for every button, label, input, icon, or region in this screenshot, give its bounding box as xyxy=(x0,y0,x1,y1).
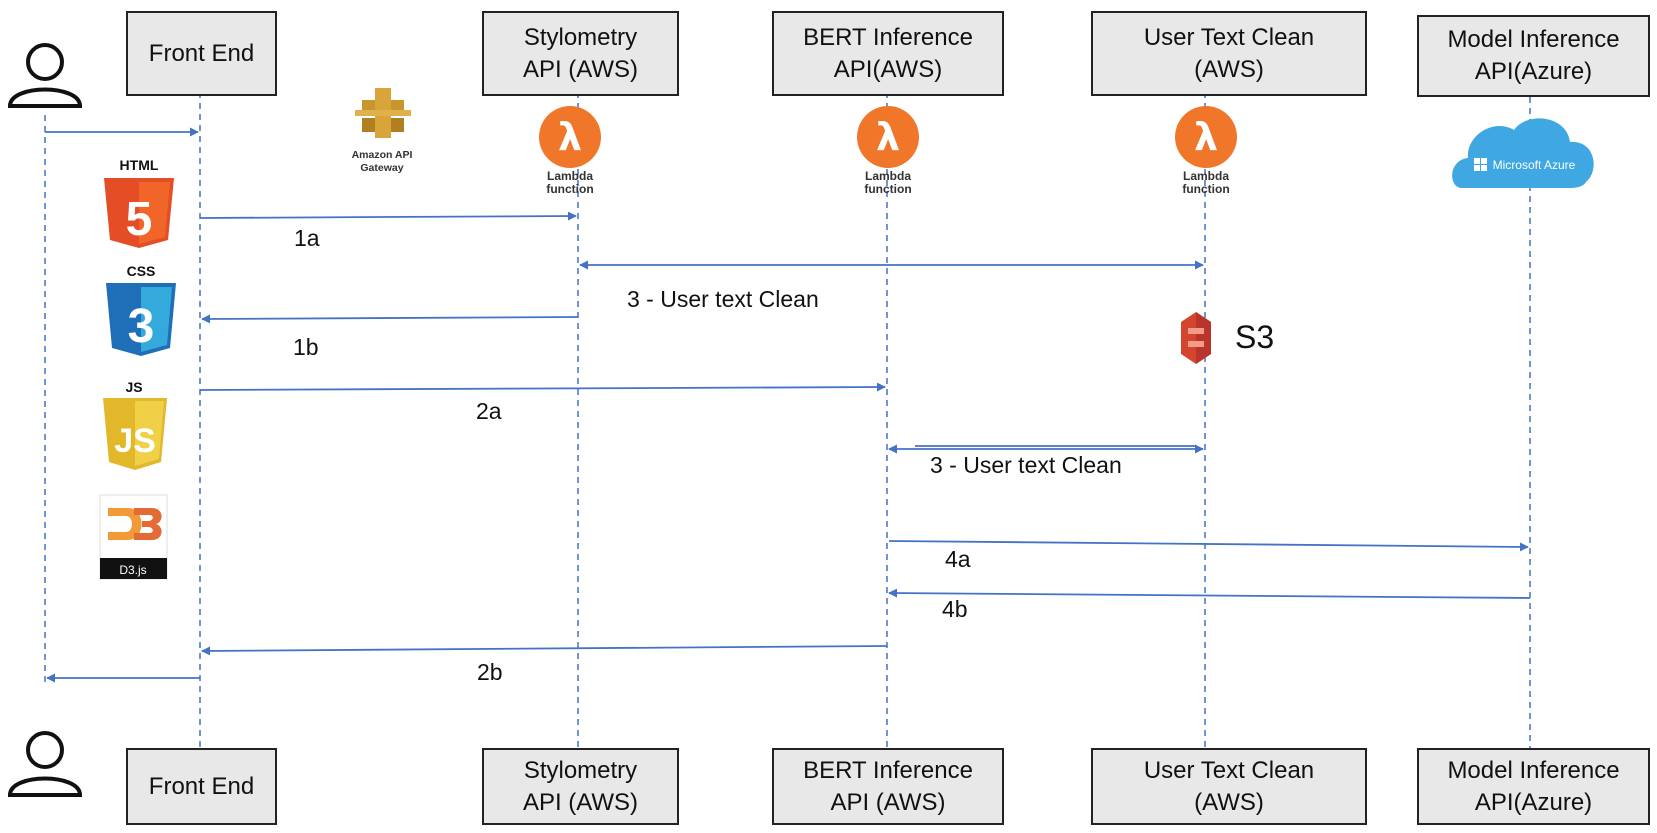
participant-label: BERT Inference xyxy=(803,756,973,784)
lambda-label-1: Lambda xyxy=(547,169,593,183)
css3-icon: CSS 3 xyxy=(106,263,176,356)
lambda-icon: λ Lambda function xyxy=(539,106,601,196)
message-3-mid-label: 3 - User text Clean xyxy=(930,452,1122,478)
participant-label: API (AWS) xyxy=(830,788,946,816)
participant-bert-bottom: BERT Inference API (AWS) xyxy=(772,748,1004,825)
participant-label: Stylometry xyxy=(523,756,638,784)
participant-label: Front End xyxy=(148,772,255,800)
css-label: CSS xyxy=(127,263,156,279)
lambda-label-2: function xyxy=(1182,182,1229,196)
participant-front-end-bottom: Front End xyxy=(126,748,277,825)
message-1a-arrow xyxy=(199,211,577,221)
svg-text:3: 3 xyxy=(128,300,155,353)
participant-clean-bottom: User Text Clean (AWS) xyxy=(1091,748,1367,825)
participant-label: User Text Clean xyxy=(1143,23,1315,51)
participant-label: API (AWS) xyxy=(522,55,639,83)
participant-bert-top: BERT Inference API(AWS) xyxy=(772,11,1004,96)
api-gateway-label-1: Amazon API xyxy=(352,149,413,161)
participant-label: Model Inference xyxy=(1447,26,1620,53)
message-2a-arrow xyxy=(199,382,886,392)
user-icon-top xyxy=(7,43,83,108)
message-1b-label: 1b xyxy=(293,334,319,360)
participant-model-top: Model Inference API(Azure) xyxy=(1417,15,1650,97)
api-gateway-label-2: Gateway xyxy=(360,162,403,174)
s3-label: S3 xyxy=(1235,319,1274,355)
message-2b-label: 2b xyxy=(477,659,503,685)
js-icon: JS JS xyxy=(103,379,167,470)
api-gateway-icon: Amazon API Gateway xyxy=(352,88,413,174)
azure-cloud-icon: Microsoft Azure xyxy=(1452,118,1594,188)
svg-text:λ: λ xyxy=(558,115,582,159)
participant-label: API(Azure) xyxy=(1474,788,1593,816)
message-4b-arrow xyxy=(888,588,1531,599)
message-2b-arrow xyxy=(201,645,888,656)
participant-label: Front End xyxy=(148,39,255,67)
html-label: HTML xyxy=(120,157,159,173)
azure-label: Microsoft Azure xyxy=(1493,158,1576,172)
participant-label: API(AWS) xyxy=(833,55,943,83)
s3-icon: S3 xyxy=(1181,312,1274,364)
participant-label: Stylometry xyxy=(523,23,638,51)
message-2a-label: 2a xyxy=(476,398,502,424)
svg-text:λ: λ xyxy=(876,115,900,159)
participant-label: API (AWS) xyxy=(522,788,639,816)
participant-stylometry-bottom: Stylometry API (AWS) xyxy=(482,748,679,825)
participant-label: API(Azure) xyxy=(1474,58,1593,85)
participant-stylometry-top: Stylometry API (AWS) xyxy=(482,11,679,96)
lambda-icon: λ Lambda function xyxy=(1175,106,1237,196)
participant-label: User Text Clean xyxy=(1143,756,1315,784)
lambda-label-2: function xyxy=(546,182,593,196)
message-1a-label: 1a xyxy=(294,225,320,251)
lambda-icon: λ Lambda function xyxy=(857,106,919,196)
message-4a-label: 4a xyxy=(945,546,971,572)
message-4b-label: 4b xyxy=(942,596,968,622)
message-1b-arrow xyxy=(201,314,579,324)
participant-clean-top: User Text Clean (AWS) xyxy=(1091,11,1367,96)
svg-text:λ: λ xyxy=(1194,115,1218,159)
lambda-label-1: Lambda xyxy=(1183,169,1229,183)
js-label: JS xyxy=(125,379,142,395)
participant-label: BERT Inference xyxy=(803,23,973,51)
svg-text:JS: JS xyxy=(114,422,156,460)
participant-label: (AWS) xyxy=(1194,788,1264,816)
participant-label: Model Inference xyxy=(1447,756,1620,784)
html5-icon: HTML 5 xyxy=(104,157,174,248)
message-4a-arrow xyxy=(888,540,1529,552)
d3-icon: D3.js xyxy=(99,494,168,580)
user-icon-bottom xyxy=(7,731,83,797)
lambda-label-2: function xyxy=(864,182,911,196)
participant-front-end-top: Front End xyxy=(126,11,277,96)
svg-text:5: 5 xyxy=(126,193,153,246)
participant-label: (AWS) xyxy=(1194,55,1264,83)
message-3-top-label: 3 - User text Clean xyxy=(627,286,819,312)
participant-model-bottom: Model Inference API(Azure) xyxy=(1417,748,1650,825)
lambda-label-1: Lambda xyxy=(865,169,911,183)
d3-label: D3.js xyxy=(119,563,146,577)
